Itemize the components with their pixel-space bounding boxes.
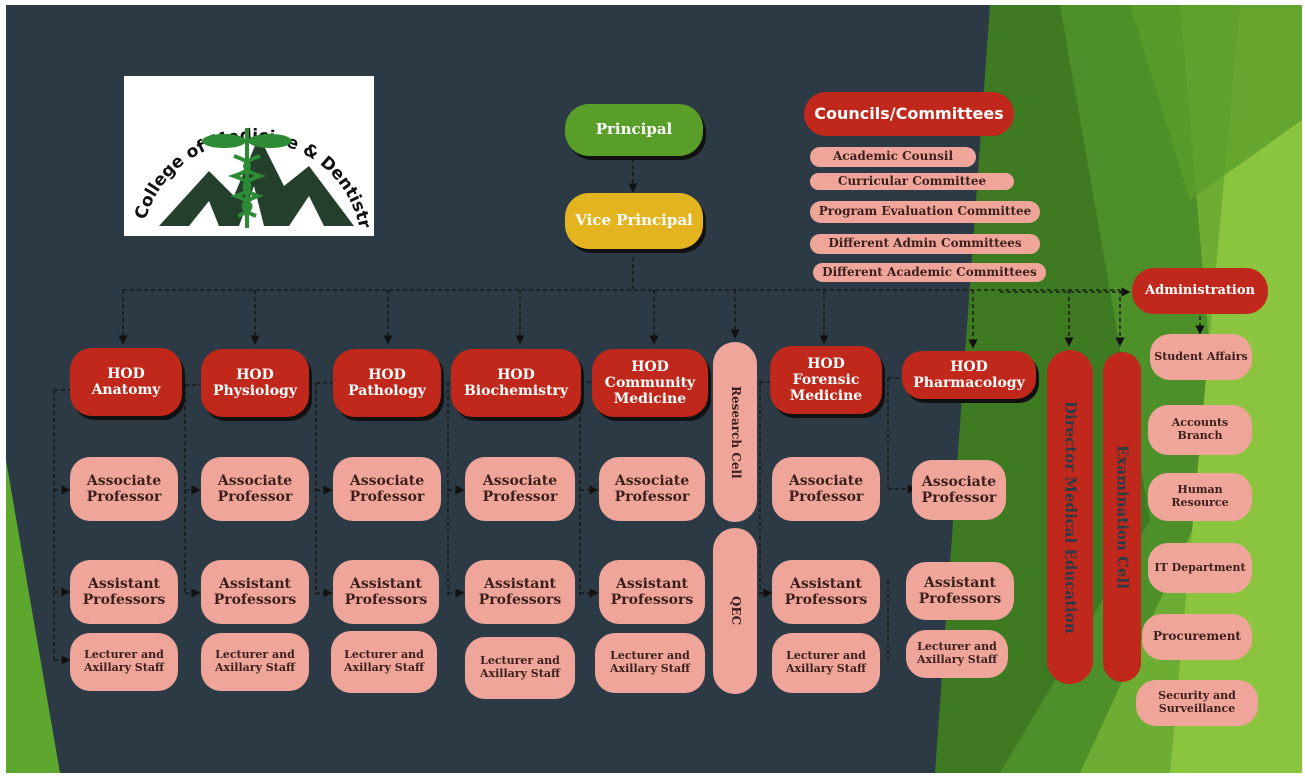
council-item: Academic Counsil xyxy=(810,147,976,167)
administration-title: Administration xyxy=(1132,268,1268,314)
caduceus-icon xyxy=(202,128,292,228)
council-item: Curricular Committee xyxy=(810,173,1014,190)
assistant-professors: Assistant Professors xyxy=(70,560,178,624)
hod-forensic-medicine: HOD Forensic Medicine xyxy=(770,346,882,414)
assistant-professors: Assistant Professors xyxy=(599,560,705,624)
research-cell: Research Cell xyxy=(713,342,757,522)
lecturer-staff: Lecturer and Axillary Staff xyxy=(772,633,880,693)
admin-item-accounts: Accounts Branch xyxy=(1148,405,1252,455)
lecturer-staff: Lecturer and Axillary Staff xyxy=(70,633,178,691)
hod-community-medicine: HOD Community Medicine xyxy=(592,349,708,417)
lecturer-staff: Lecturer and Axillary Staff xyxy=(331,631,437,693)
admin-item-security: Security and Surveillance xyxy=(1136,680,1258,726)
qec: QEC xyxy=(713,528,757,694)
vice-principal-box: Vice Principal xyxy=(565,193,703,249)
council-item: Program Evaluation Committee xyxy=(810,201,1040,223)
councils-title: Councils/Committees xyxy=(804,92,1014,136)
assistant-professors: Assistant Professors xyxy=(201,560,309,624)
associate-professor: Associate Professor xyxy=(333,457,441,521)
assistant-professors: Assistant Professors xyxy=(772,560,880,624)
lecturer-staff: Lecturer and Axillary Staff xyxy=(201,633,309,691)
hod-pharmacology: HOD Pharmacology xyxy=(902,351,1036,399)
associate-professor: Associate Professor xyxy=(201,457,309,521)
associate-professor: Associate Professor xyxy=(912,460,1006,520)
associate-professor: Associate Professor xyxy=(599,457,705,521)
assistant-professors: Assistant Professors xyxy=(906,562,1014,620)
admin-item-procurement: Procurement xyxy=(1142,614,1252,660)
associate-professor: Associate Professor xyxy=(772,457,880,521)
hod-biochemistry: HOD Biochemistry xyxy=(451,349,581,417)
lecturer-staff: Lecturer and Axillary Staff xyxy=(595,633,705,693)
examination-cell: Examination Cell xyxy=(1103,352,1141,682)
director-medical-education: Director Medical Education xyxy=(1047,350,1093,684)
associate-professor: Associate Professor xyxy=(70,457,178,521)
assistant-professors: Assistant Professors xyxy=(333,560,439,624)
lecturer-staff: Lecturer and Axillary Staff xyxy=(906,630,1008,678)
council-item: Different Academic Committees xyxy=(813,263,1046,282)
college-logo: College of Medicine & Dentistry at The H… xyxy=(117,61,374,236)
hod-pathology: HOD Pathology xyxy=(333,349,441,417)
council-item: Different Admin Committees xyxy=(810,234,1040,254)
principal-box: Principal xyxy=(565,104,703,156)
hod-physiology: HOD Physiology xyxy=(201,349,309,417)
admin-item-hr: Human Resource xyxy=(1148,473,1252,521)
admin-item-student-affairs: Student Affairs xyxy=(1150,334,1252,380)
hod-anatomy: HOD Anatomy xyxy=(70,348,182,416)
lecturer-staff: Lecturer and Axillary Staff xyxy=(465,637,575,699)
assistant-professors: Assistant Professors xyxy=(465,560,575,624)
associate-professor: Associate Professor xyxy=(465,457,575,521)
admin-item-it: IT Department xyxy=(1148,543,1252,593)
